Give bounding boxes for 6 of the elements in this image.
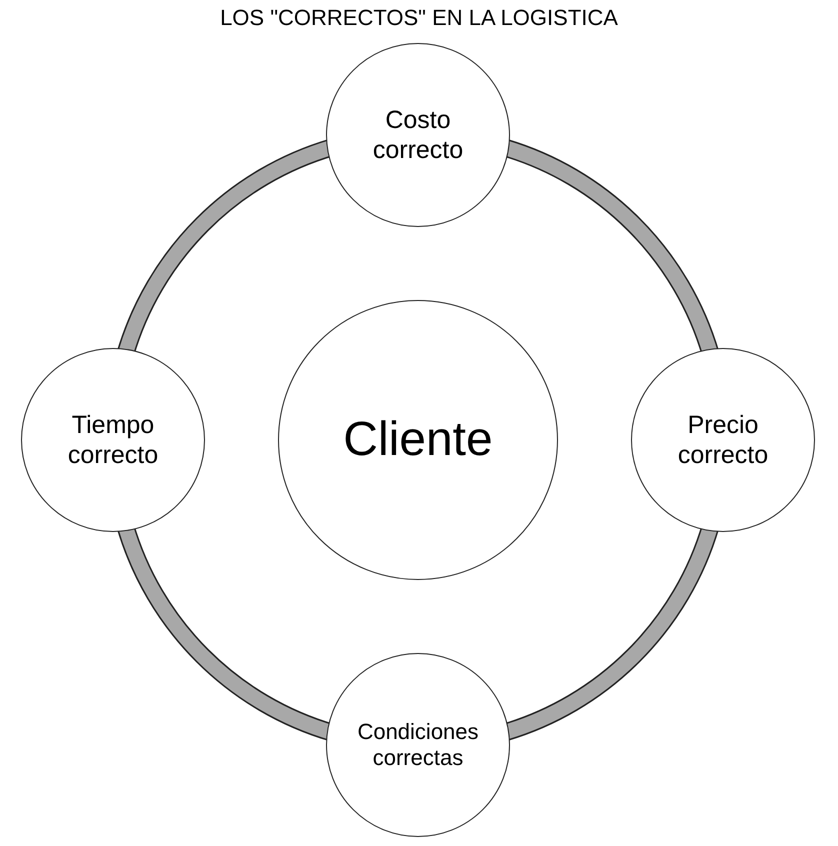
- node-label: Costo correcto: [372, 105, 464, 165]
- node-label: Precio correcto: [676, 410, 770, 470]
- node-label: Tiempo correcto: [66, 410, 160, 470]
- node-label: Cliente: [343, 412, 493, 468]
- diagram-title: LOS "CORRECTOS" EN LA LOGISTICA: [220, 5, 618, 30]
- node-label: Condiciones correctas: [356, 718, 480, 772]
